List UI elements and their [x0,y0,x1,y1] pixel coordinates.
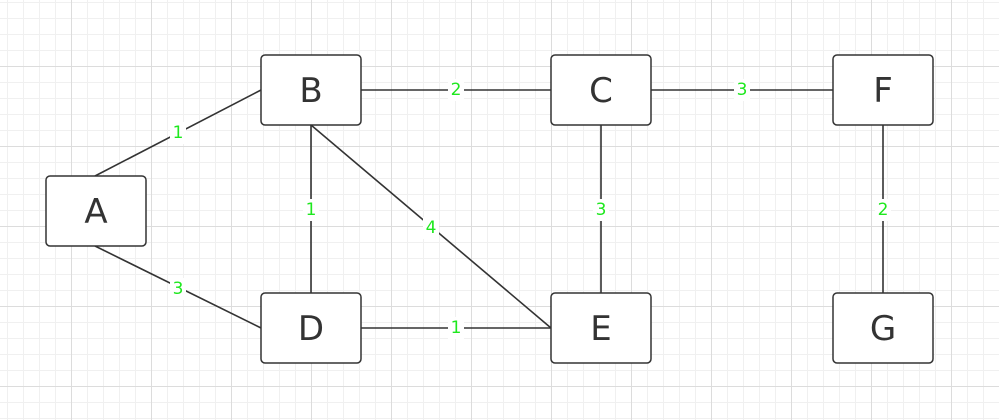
edge-weight-b-c: 2 [448,79,464,101]
edges-layer [94,89,884,329]
weight-label: 4 [426,218,437,238]
weight-label-background [423,217,439,239]
weight-label-background [734,79,750,101]
node-box[interactable] [260,54,362,126]
weight-label-background [593,199,609,221]
node-b[interactable]: B [260,54,362,126]
node-label: B [299,71,322,111]
node-box[interactable] [550,292,652,364]
node-c[interactable]: C [550,54,652,126]
edge-weight-b-d: 1 [303,199,319,221]
node-label: F [873,71,893,111]
edge-weight-a-d: 3 [170,278,186,300]
node-box[interactable] [260,292,362,364]
weight-label-background [448,79,464,101]
node-e[interactable]: E [550,292,652,364]
edge-weight-b-e: 4 [423,217,439,239]
edge-weight-c-f: 3 [734,79,750,101]
weight-label: 1 [451,318,462,338]
weight-label: 3 [173,279,184,299]
node-label: D [298,309,324,349]
node-label: C [589,71,613,111]
edge-weight-c-e: 3 [593,199,609,221]
node-box[interactable] [832,292,934,364]
edge-weight-a-b: 1 [170,122,186,144]
edge-weights-layer: 1 3 2 1 4 3 3 1 2 [170,79,891,339]
edge-weight-d-e: 1 [448,317,464,339]
node-d[interactable]: D [260,292,362,364]
weight-label-background [448,317,464,339]
weight-label-background [170,122,186,144]
node-a[interactable]: A [45,175,147,247]
weight-label: 1 [306,200,317,220]
node-label: E [590,309,611,349]
weight-label: 2 [878,200,889,220]
edge-weight-f-g: 2 [875,199,891,221]
weight-label: 1 [173,123,184,143]
weight-label-background [303,199,319,221]
nodes-layer: A B C D E F G [45,54,934,364]
weight-label: 2 [451,80,462,100]
node-box[interactable] [832,54,934,126]
weight-label-background [170,278,186,300]
node-box[interactable] [45,175,147,247]
node-box[interactable] [550,54,652,126]
weight-label: 3 [596,200,607,220]
weight-label-background [875,199,891,221]
node-f[interactable]: F [832,54,934,126]
node-g[interactable]: G [832,292,934,364]
weight-label: 3 [737,80,748,100]
node-label: G [870,309,896,349]
node-label: A [84,192,107,232]
